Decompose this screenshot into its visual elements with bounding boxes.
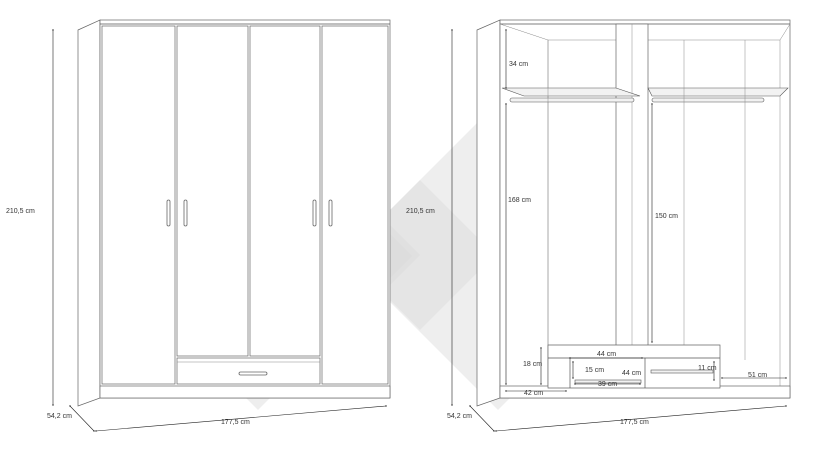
right-depth-dimension-line	[469, 405, 495, 432]
door-2-handle	[183, 199, 188, 227]
drawer-height-label: 15 cm	[585, 367, 604, 374]
plinth	[99, 385, 391, 399]
drawer-inner-label: 44 cm	[622, 370, 641, 377]
drawer-bar-right	[650, 369, 714, 374]
door-1	[101, 25, 176, 385]
door-3-handle	[312, 199, 317, 227]
height-label: 210,5 cm	[6, 208, 35, 215]
left-bottom-label: 42 cm	[524, 390, 543, 397]
width-label: 177,5 cm	[221, 419, 250, 426]
hanging-rail-left	[509, 97, 635, 103]
right-height-label: 210,5 cm	[406, 208, 435, 215]
top-shelf-right	[647, 87, 789, 97]
right-width-dimension-line	[495, 405, 787, 432]
left-shelf-height-label: 18 cm	[523, 361, 542, 368]
door-4-handle	[328, 199, 333, 227]
top-shelf-label: 34 cm	[509, 61, 528, 68]
door-2	[176, 25, 249, 357]
bottom-drawer	[176, 357, 321, 385]
depth-label: 54,2 cm	[47, 413, 72, 420]
width-dimension-line	[95, 405, 387, 432]
door-3	[249, 25, 321, 357]
left-side-panel	[77, 19, 101, 407]
right-bottom-label: 51 cm	[748, 372, 767, 379]
drawer-handle	[238, 371, 268, 376]
top-shelf-left	[501, 87, 641, 97]
right-hang-label: 150 cm	[655, 213, 678, 220]
drawer-width-label: 44 cm	[597, 351, 616, 358]
drawer-base-label: 39 cm	[598, 381, 617, 388]
left-hang-label: 168 cm	[508, 197, 531, 204]
right-depth-label: 54,2 cm	[447, 413, 472, 420]
door-4	[321, 25, 389, 385]
door-1-handle	[166, 199, 171, 227]
right-width-label: 177,5 cm	[620, 419, 649, 426]
right-view-side-panel	[476, 19, 501, 407]
closed-wardrobe-view: 210,5 cm 54,2 cm 177,5 cm	[6, 19, 391, 432]
hanging-rail-right	[651, 97, 765, 103]
interior-wardrobe-view: 210,5 cm 54,2 cm 177,5 cm 34 cm 168 cm 1…	[406, 19, 791, 432]
depth-dimension-line	[69, 405, 95, 432]
right-drawer-height-label: 11 cm	[698, 365, 717, 372]
inner-drawer	[547, 344, 721, 389]
drawer-bar-left	[574, 379, 642, 384]
